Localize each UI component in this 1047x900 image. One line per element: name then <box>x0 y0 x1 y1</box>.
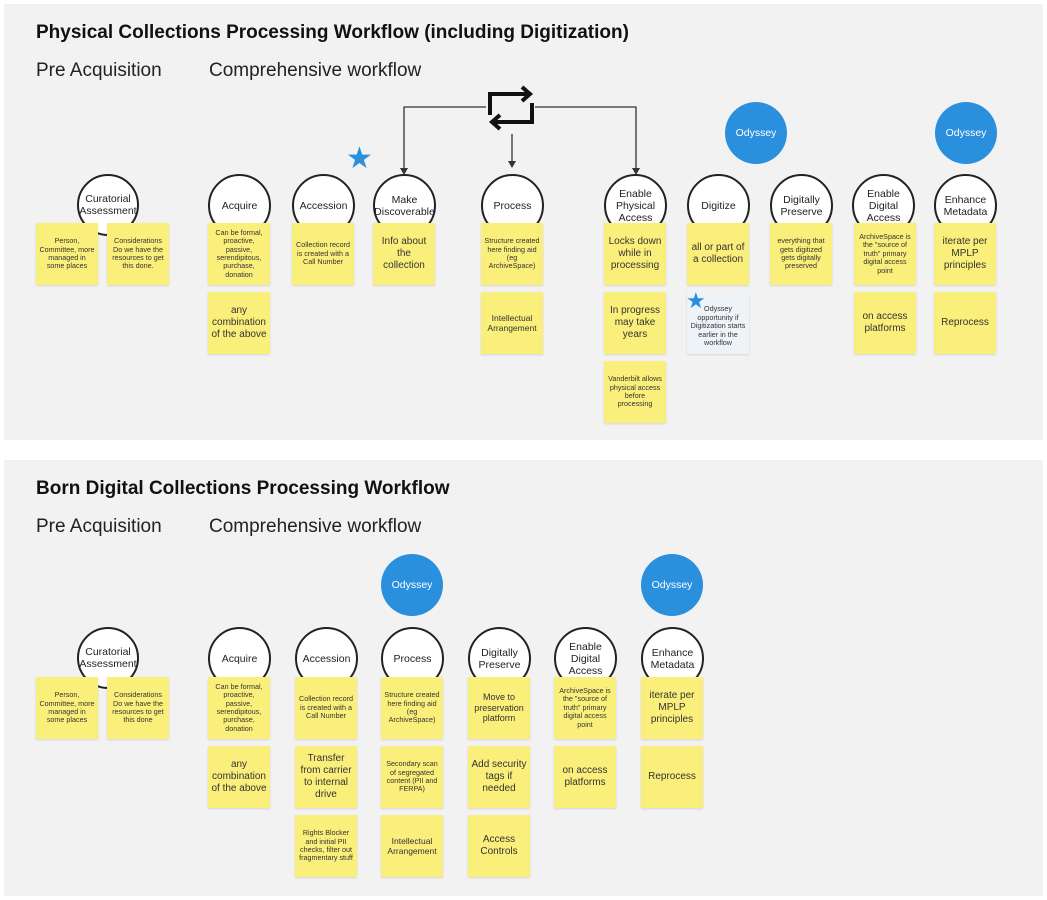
sticky-note: Intellectual Arrangement <box>481 292 543 354</box>
stage-make-discoverable: Make Discoverable <box>373 174 436 237</box>
sticky-note: Can be formal, proactive, passive, seren… <box>208 677 270 739</box>
star-icon: ★ <box>346 142 373 175</box>
sticky-note: Can be formal, proactive, passive, seren… <box>208 223 270 285</box>
odyssey-badge: Odyssey <box>725 102 787 164</box>
sticky-note: Intellectual Arrangement <box>381 815 443 877</box>
star-icon: ★ <box>686 288 706 313</box>
sticky-note: any combination of the above <box>208 292 270 354</box>
stage-enhance-metadata: Enhance Metadata <box>641 627 704 690</box>
sticky-note: Add security tags if needed <box>468 746 530 808</box>
sticky-note: on access platforms <box>554 746 616 808</box>
sticky-note: Structure created here finding aid (eg A… <box>381 677 443 739</box>
born-pre-acquisition-label: Pre Acquisition <box>36 516 162 537</box>
loop-icon <box>488 85 534 131</box>
loop-arrows <box>403 106 637 170</box>
sticky-note: on access platforms <box>854 292 916 354</box>
born-comprehensive-label: Comprehensive workflow <box>209 516 422 537</box>
sticky-note: Secondary scan of segregated content (PI… <box>381 746 443 808</box>
born-digital-workflow-title: Born Digital Collections Processing Work… <box>36 478 450 499</box>
sticky-note: Rights Blocker and initial PII checks, f… <box>295 815 357 877</box>
sticky-note: Locks down while in processing <box>604 223 666 285</box>
sticky-note: iterate per MPLP principles <box>934 223 996 285</box>
sticky-note: Access Controls <box>468 815 530 877</box>
sticky-note: ArchiveSpace is the "source of truth" pr… <box>554 677 616 739</box>
physical-workflow-title: Physical Collections Processing Workflow… <box>36 22 629 43</box>
sticky-note: iterate per MPLP principles <box>641 677 703 739</box>
sticky-note: everything that gets digitized gets digi… <box>770 223 832 285</box>
sticky-note: Reprocess <box>934 292 996 354</box>
odyssey-badge: Odyssey <box>641 554 703 616</box>
sticky-note: Considerations Do we have the resources … <box>107 223 169 285</box>
sticky-note-odyssey-opportunity: Odyssey opportunity if Digitization star… <box>687 292 749 354</box>
sticky-note: Reprocess <box>641 746 703 808</box>
sticky-note: any combination of the above <box>208 746 270 808</box>
sticky-note: Person, Committee, more managed in some … <box>36 677 98 739</box>
odyssey-badge: Odyssey <box>935 102 997 164</box>
physical-comprehensive-label: Comprehensive workflow <box>209 60 422 81</box>
sticky-note: all or part of a collection <box>687 223 749 285</box>
sticky-note: Info about the collection <box>373 223 435 285</box>
sticky-note: Transfer from carrier to internal drive <box>295 746 357 808</box>
sticky-note: Move to preservation platform <box>468 677 530 739</box>
sticky-note: Collection record is created with a Call… <box>295 677 357 739</box>
sticky-note: Considerations Do we have the resources … <box>107 677 169 739</box>
sticky-note: Person, Committee, more managed in some … <box>36 223 98 285</box>
sticky-note: In progress may take years <box>604 292 666 354</box>
sticky-note: Collection record is created with a Call… <box>292 223 354 285</box>
odyssey-badge: Odyssey <box>381 554 443 616</box>
physical-pre-acquisition-label: Pre Acquisition <box>36 60 162 81</box>
sticky-note: ArchiveSpace is the "source of truth" pr… <box>854 223 916 285</box>
sticky-note: Structure created here finding aid (eg A… <box>481 223 543 285</box>
sticky-note: Vanderbilt allows physical access before… <box>604 361 666 423</box>
